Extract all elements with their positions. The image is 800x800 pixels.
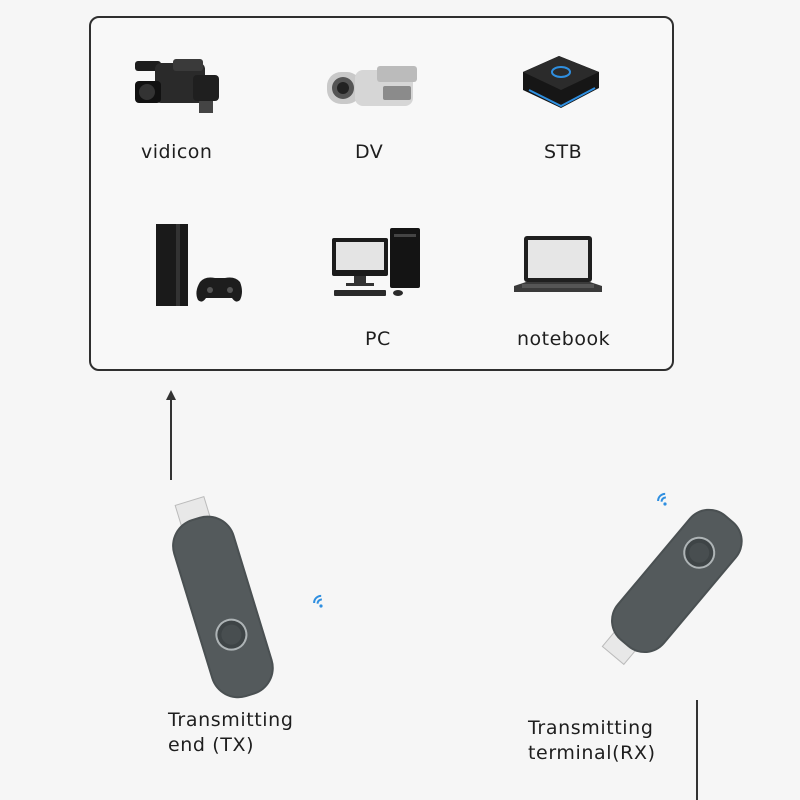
set-top-box-icon xyxy=(523,56,599,108)
rx-caption-line2: terminal(RX) xyxy=(528,742,656,764)
game-console-icon xyxy=(156,224,242,306)
connection-line-rx xyxy=(696,700,698,800)
device-label-pc: PC xyxy=(365,328,391,350)
video-camera-icon xyxy=(135,59,219,113)
tx-caption: Transmitting end (TX) xyxy=(168,708,293,758)
rx-dongle-icon xyxy=(601,508,743,666)
device-label-vidicon: vidicon xyxy=(141,141,213,163)
tx-caption-line1: Transmitting xyxy=(168,709,294,731)
camcorder-icon xyxy=(327,66,417,106)
rx-caption: Transmitting terminal(RX) xyxy=(528,716,656,766)
device-label-notebook: notebook xyxy=(517,328,611,350)
arrow-up-icon xyxy=(166,390,176,400)
device-label-stb: STB xyxy=(544,141,583,163)
connection-arrow-line xyxy=(170,398,172,480)
tx-dongle-icon xyxy=(172,496,274,699)
device-label-dv: DV xyxy=(355,141,384,163)
tx-caption-line2: end (TX) xyxy=(168,734,255,756)
rx-caption-line1: Transmitting xyxy=(528,717,654,739)
wifi-signal-icon xyxy=(657,492,667,506)
desktop-pc-icon xyxy=(332,228,420,296)
wifi-signal-icon xyxy=(313,594,323,608)
laptop-icon xyxy=(514,236,602,292)
